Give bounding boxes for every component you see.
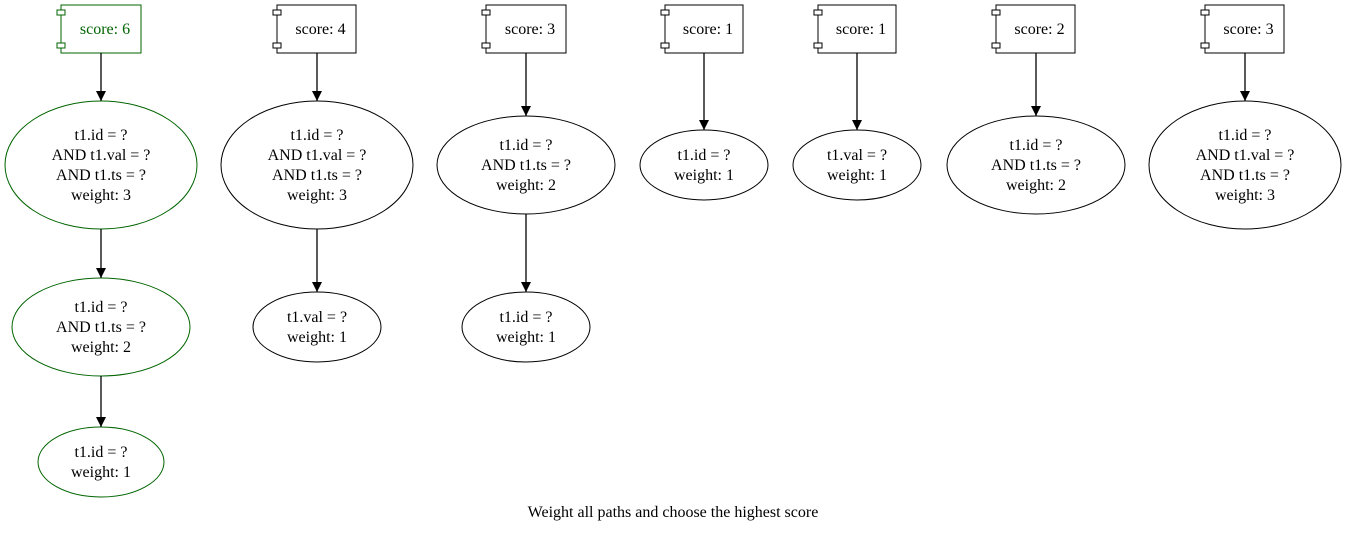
predicate-line: weight: 2	[1006, 177, 1066, 194]
path-column-1: score: 6 t1.id = ? AND t1.val = ? AND t1.ts…	[4, 4, 198, 498]
predicate-line: weight: 3	[71, 187, 131, 204]
score-label: score: 4	[295, 21, 345, 38]
predicate-line: AND t1.ts = ?	[272, 167, 362, 184]
score-label: score: 1	[683, 21, 733, 38]
predicate-line: weight: 1	[71, 464, 131, 481]
predicate-line: AND t1.val = ?	[52, 147, 151, 164]
component-tab-icon	[481, 42, 491, 49]
component-tab-icon	[813, 42, 823, 49]
path-column-4: score: 1 t1.id = ? weight: 1	[639, 4, 769, 201]
predicate-line: AND t1.val = ?	[268, 147, 367, 164]
predicate-line: AND t1.ts = ?	[56, 167, 146, 184]
component-tab-icon	[813, 9, 823, 16]
predicate-line: weight: 1	[496, 329, 556, 346]
predicate-line: t1.val = ?	[827, 147, 887, 164]
predicate-line: t1.id = ?	[290, 127, 343, 144]
predicate-node	[1148, 100, 1342, 230]
score-label: score: 3	[505, 21, 555, 38]
predicate-node	[639, 129, 769, 201]
diagram-caption: Weight all paths and choose the highest …	[528, 504, 819, 521]
path-column-2: score: 4 t1.id = ? AND t1.val = ? AND t1.ts…	[220, 4, 414, 363]
component-tab-icon	[56, 9, 66, 16]
component-tab-icon	[481, 9, 491, 16]
component-tab-icon	[1200, 9, 1210, 16]
score-label: score: 1	[836, 21, 886, 38]
predicate-line: weight: 1	[287, 329, 347, 346]
predicate-line: AND t1.ts = ?	[1200, 167, 1290, 184]
predicate-node	[37, 426, 165, 498]
component-tab-icon	[1200, 42, 1210, 49]
component-tab-icon	[272, 42, 282, 49]
path-column-6: score: 2 t1.id = ? AND t1.ts = ? weight: 2	[946, 4, 1126, 215]
predicate-line: weight: 2	[496, 177, 556, 194]
component-tab-icon	[272, 9, 282, 16]
predicate-node	[252, 291, 382, 363]
path-column-5: score: 1 t1.val = ? weight: 1	[792, 4, 922, 201]
path-column-7: score: 3 t1.id = ? AND t1.val = ? AND t1.ts…	[1148, 4, 1342, 230]
predicate-line: AND t1.ts = ?	[56, 319, 146, 336]
predicate-node	[4, 100, 198, 230]
predicate-line: t1.id = ?	[677, 147, 730, 164]
score-label: score: 6	[80, 21, 130, 38]
predicate-line: t1.id = ?	[499, 137, 552, 154]
predicate-line: t1.id = ?	[74, 127, 127, 144]
predicate-line: t1.id = ?	[1009, 137, 1062, 154]
predicate-line: AND t1.ts = ?	[991, 157, 1081, 174]
component-tab-icon	[660, 42, 670, 49]
predicate-line: t1.id = ?	[499, 309, 552, 326]
component-tab-icon	[991, 9, 1001, 16]
predicate-node	[792, 129, 922, 201]
predicate-line: t1.id = ?	[1218, 127, 1271, 144]
score-label: score: 2	[1014, 21, 1064, 38]
score-label: score: 3	[1223, 21, 1273, 38]
component-tab-icon	[991, 42, 1001, 49]
predicate-node	[461, 291, 591, 363]
predicate-line: AND t1.val = ?	[1196, 147, 1295, 164]
predicate-line: t1.id = ?	[74, 299, 127, 316]
predicate-line: weight: 2	[71, 339, 131, 356]
component-tab-icon	[56, 42, 66, 49]
predicate-line: AND t1.ts = ?	[481, 157, 571, 174]
graph-layer: score: 6 t1.id = ? AND t1.val = ? AND t1.ts…	[4, 4, 1342, 498]
predicate-node	[220, 100, 414, 230]
component-tab-icon	[660, 9, 670, 16]
predicate-line: t1.val = ?	[287, 309, 347, 326]
predicate-line: t1.id = ?	[74, 444, 127, 461]
predicate-line: weight: 3	[287, 187, 347, 204]
predicate-line: weight: 1	[674, 167, 734, 184]
predicate-line: weight: 3	[1215, 187, 1275, 204]
predicate-line: weight: 1	[827, 167, 887, 184]
